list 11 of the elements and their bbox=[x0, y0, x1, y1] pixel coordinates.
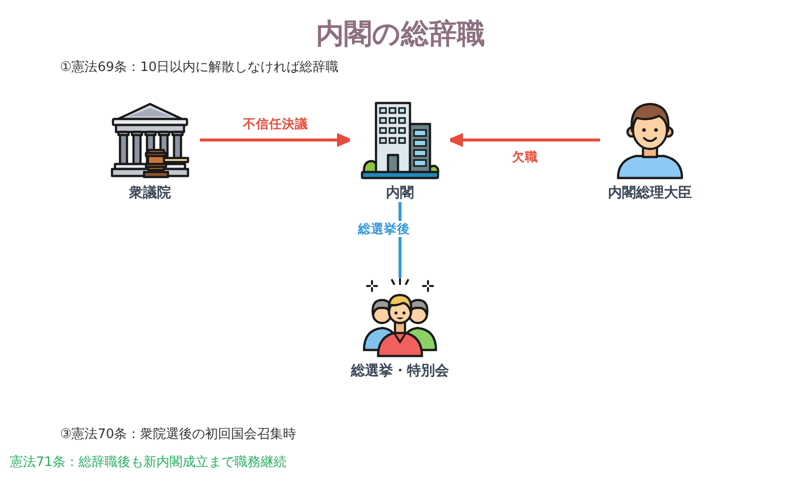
node-label: 内閣総理大臣 bbox=[608, 184, 692, 202]
edge-label: 総選挙後 bbox=[356, 221, 412, 237]
note-text: 憲法71条：総辞職後も新内閣成立まで職務継続 bbox=[10, 454, 287, 471]
edge-label: 不信任決議 bbox=[241, 116, 310, 132]
node-label: 内閣 bbox=[386, 184, 414, 202]
edge-label: 欠職 bbox=[510, 149, 540, 165]
note-text: ①憲法69条：10日以内に解散しなければ総辞職 bbox=[60, 59, 339, 76]
node-label: 総選挙・特別会 bbox=[351, 362, 449, 380]
title: 内閣の総辞職 bbox=[316, 17, 485, 51]
note-text: ③憲法70条：衆院選後の初回国会召集時 bbox=[60, 426, 296, 443]
node-label: 衆議院 bbox=[129, 184, 171, 202]
